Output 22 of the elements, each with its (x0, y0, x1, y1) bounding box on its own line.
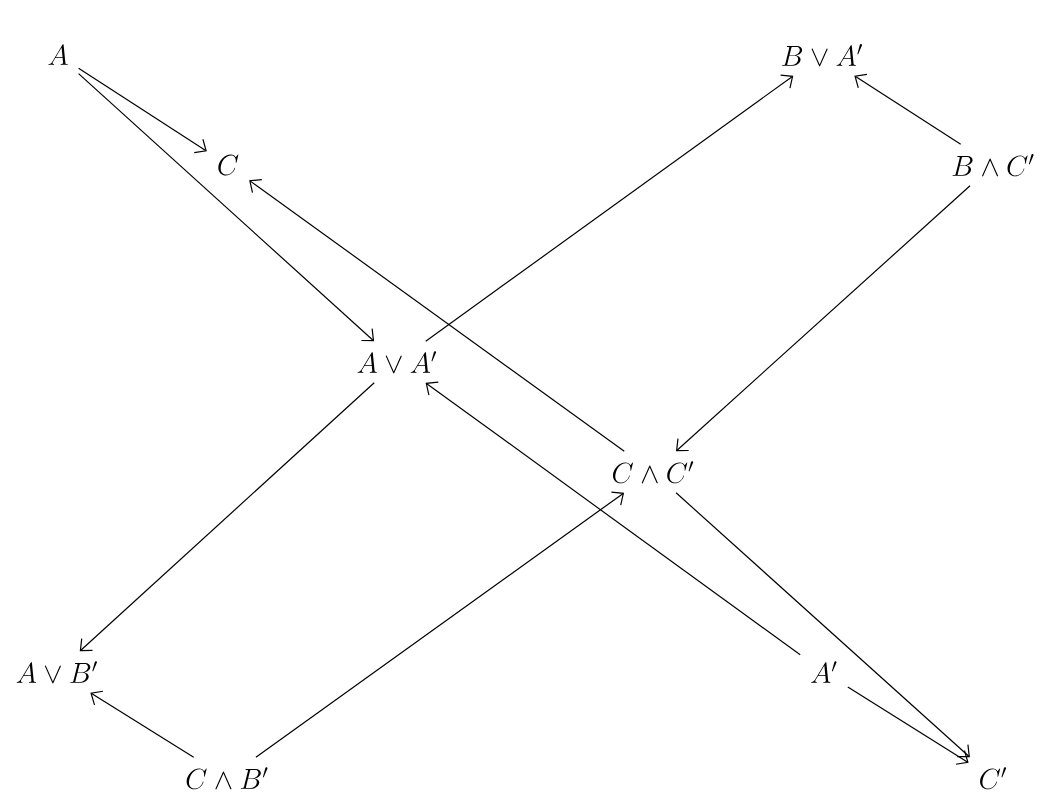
arrow (675, 492, 970, 758)
formula-label: $A'$ (811, 661, 837, 683)
formula-label: $A \vee A'$ (357, 351, 437, 374)
arrow (425, 74, 794, 342)
arrow (854, 73, 962, 145)
arrow (249, 178, 625, 452)
formula-label: $A \vee B'$ (16, 661, 97, 684)
formula-label: $C \wedge C'$ (612, 461, 694, 484)
arrow (255, 491, 625, 758)
formula-label: $C'$ (980, 767, 1007, 790)
arrow (847, 686, 969, 765)
arrow (79, 382, 375, 652)
formula-label: $C \wedge B'$ (186, 767, 268, 790)
arrow (77, 73, 375, 342)
arrow (676, 185, 971, 452)
formula-label: $B \vee A'$ (782, 44, 862, 67)
formula-label: $C$ (218, 154, 239, 176)
formula-label: $A$ (48, 44, 68, 65)
formula-label: $B \wedge C'$ (952, 154, 1034, 177)
arrow (425, 381, 801, 656)
arrow (90, 690, 195, 758)
arrow (77, 67, 207, 154)
